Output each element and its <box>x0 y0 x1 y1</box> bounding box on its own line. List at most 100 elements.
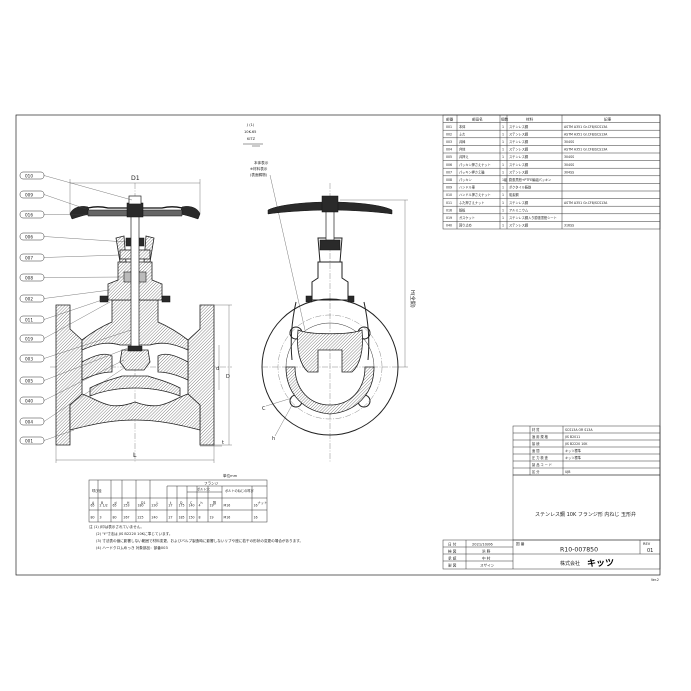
svg-text:Ver.2: Ver.2 <box>651 578 659 582</box>
parts-header: 部品名 <box>472 116 483 121</box>
side-view: H(全開) C h <box>261 183 416 462</box>
dim-cell: 225 <box>138 516 144 520</box>
svg-text:040: 040 <box>25 399 33 404</box>
svg-text:フランジ: フランジ <box>204 481 219 486</box>
parts-cell: 040 <box>446 224 452 228</box>
parts-cell: ステンレス鋼 <box>509 154 528 159</box>
svg-text:006: 006 <box>25 235 33 240</box>
dim-header: C <box>190 501 193 505</box>
dim-cell: 80 <box>113 516 117 520</box>
parts-cell: 002 <box>446 132 452 136</box>
svg-text:002: 002 <box>25 297 33 302</box>
dim-big-d: D <box>226 374 230 380</box>
parts-cell: 016 <box>446 208 452 212</box>
dim-header: D <box>180 501 183 505</box>
parts-cell: パッキン押さえナット <box>459 162 491 167</box>
callout-006: 006 <box>19 232 127 243</box>
parts-cell: ガスケット <box>459 215 475 220</box>
dim-d1: D1 <box>131 175 140 182</box>
parts-cell: ステンレス鋼 <box>509 147 528 152</box>
spec-value: JIS B2011 <box>564 435 580 439</box>
parts-cell: 011 <box>446 201 452 205</box>
callout-001: 001 <box>19 429 75 445</box>
svg-text:R10-007850: R10-007850 <box>560 547 598 554</box>
parts-cell: 弁体 <box>459 147 466 152</box>
parts-cell: 003 <box>446 140 452 144</box>
svg-text:011: 011 <box>25 318 33 323</box>
dim-cell: 185 <box>179 516 185 520</box>
dim-h-hole: h <box>272 436 275 442</box>
parts-cell: アルミニウム <box>509 207 528 212</box>
dim-cell: M16 <box>224 516 231 520</box>
parts-cell: 1 <box>502 140 504 144</box>
svg-text:製 図: 製 図 <box>448 563 457 568</box>
parts-cell: 1 <box>502 186 504 190</box>
parts-cell: 304SS <box>564 163 574 167</box>
svg-text:承 認: 承 認 <box>448 556 457 561</box>
parts-cell: 1 <box>502 216 504 220</box>
svg-text:004: 004 <box>25 420 33 425</box>
parts-cell: ステンレス鋼 <box>509 223 528 228</box>
dim-header: L <box>157 501 159 505</box>
callout-004: 004 <box>19 367 125 426</box>
parts-cell: ステンレス鋼 <box>509 124 528 129</box>
spec-value: JIS B2220 10K <box>564 442 588 446</box>
product-title: ステンレス鋼 10K フランジ形 内ねじ 玉形弁 <box>535 511 636 518</box>
title-block: 日 付 2021/10/06 検 図 浜 野 承 認 中 村 製 図 スザイン … <box>442 539 661 582</box>
parts-cell: ASTM A351 Gr.CF8/SCS13A <box>564 125 608 129</box>
parts-cell: 004 <box>446 148 452 152</box>
parts-cell: 1 <box>502 170 504 174</box>
svg-text:ボルトのねじの呼び: ボルトのねじの呼び <box>225 488 254 493</box>
dim-cell: 65 <box>91 504 95 508</box>
callout-003: 003 <box>19 329 132 363</box>
svg-text:2021/10/06: 2021/10/06 <box>472 543 493 547</box>
dim-h: H(全開) <box>409 290 416 308</box>
parts-cell: 回り止め <box>459 223 472 228</box>
dim-cell: 27 <box>169 504 173 508</box>
parts-cell: ステンレス鋼 <box>509 169 528 174</box>
parts-cell: 304SS <box>564 140 574 144</box>
svg-text:003: 003 <box>25 357 33 362</box>
callout-009: 009 <box>19 190 87 210</box>
dim-cell: M16 <box>224 504 231 508</box>
parts-cell: 1 <box>502 201 504 205</box>
svg-text:019: 019 <box>25 337 33 342</box>
spec-label: 材 質 <box>532 427 540 432</box>
parts-cell: 本体 <box>459 124 466 129</box>
parts-cell: パッキン押さえ輪 <box>459 169 485 174</box>
dim-cell: 16 <box>254 504 258 508</box>
parts-cell: パッキン <box>459 177 472 182</box>
spec-label: 適 用 規 格 <box>532 434 549 439</box>
svg-text:01: 01 <box>647 548 653 554</box>
parts-cell: ふた <box>459 131 465 136</box>
svg-text:浜 野: 浜 野 <box>482 549 491 554</box>
dim-cell: 230 <box>152 504 158 508</box>
dim-header: 呼び径 <box>92 488 102 493</box>
parts-cell: 銘板 <box>459 207 466 212</box>
dim-cell: 16 <box>254 516 258 520</box>
svg-text:図 番: 図 番 <box>516 541 525 546</box>
parts-cell: ふた押さえナット <box>459 200 485 205</box>
svg-text:001: 001 <box>25 439 33 444</box>
parts-cell: ハンドル押さえナット <box>459 192 491 197</box>
callout-016: 016 <box>19 210 91 219</box>
spec-label: 面 間 <box>532 448 539 453</box>
parts-cell: ハンドル車 <box>459 185 476 190</box>
dim-cell: 180 <box>138 504 144 508</box>
dim-small-d: d <box>216 366 219 372</box>
spec-value: キッツ標準 <box>565 448 582 453</box>
parts-cell: 009 <box>446 186 452 190</box>
spec-label: 接 続 <box>532 441 540 446</box>
dim-cell: 19 <box>210 504 214 508</box>
dim-cell: 8 <box>199 516 201 520</box>
parts-cell: ステンレス鋼入り膨張黒鉛シート <box>509 215 557 220</box>
svg-text:本体表示: 本体表示 <box>254 160 269 165</box>
svg-text:ボルト穴: ボルト穴 <box>197 487 211 492</box>
spec-value: UJB <box>565 470 570 474</box>
dim-cell: 253 <box>124 504 130 508</box>
svg-text:009: 009 <box>25 193 33 198</box>
svg-text:中 村: 中 村 <box>482 556 491 561</box>
